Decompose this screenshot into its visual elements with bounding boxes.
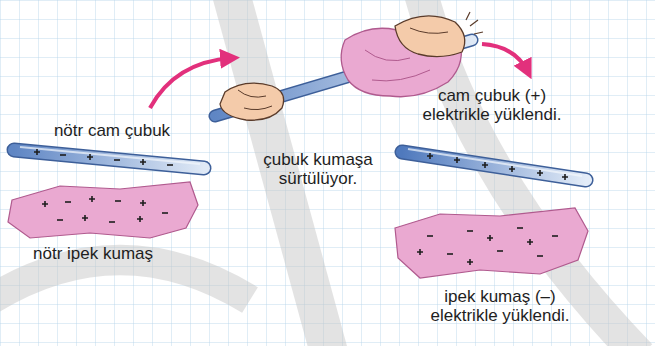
charged-glass-rod <box>402 149 586 180</box>
neutral-glass-rod <box>14 147 204 168</box>
neutral-silk-cloth <box>8 182 198 238</box>
caption-label: cam çubuk (+) elektrikle yüklendi. <box>403 86 581 124</box>
motion-arrow <box>482 44 528 72</box>
motion-arrow <box>150 58 232 108</box>
caption-label: ipek kumaş (–) elektrikle yüklendi. <box>411 287 589 325</box>
watermark <box>0 0 640 346</box>
caption-label: nötr ipek kumaş <box>3 244 183 263</box>
caption-label: nötr cam çubuk <box>12 121 212 140</box>
charged-silk-cloth <box>395 208 588 278</box>
caption-label: çubuk kumaşa sürtülüyor. <box>254 150 382 188</box>
